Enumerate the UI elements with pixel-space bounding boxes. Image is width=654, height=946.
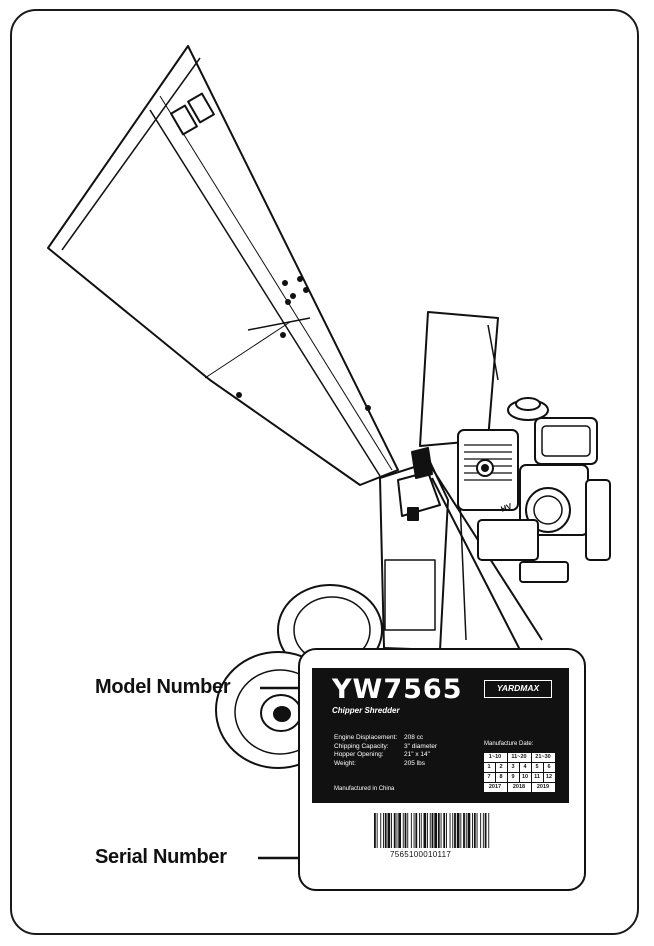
barcode-bar (440, 813, 442, 848)
engine-badge: HV (500, 501, 514, 513)
barcode-bar (387, 813, 391, 848)
barcode-bar (404, 813, 407, 848)
date-cell: 8 (495, 772, 507, 782)
date-cell: 9 (507, 772, 519, 782)
label-callout-card: YW7565 Chipper Shredder YARDMAX Engine D… (298, 648, 586, 891)
date-cell: 2019 (531, 782, 555, 792)
spec-row: Hopper Opening:21" x 14" (334, 751, 430, 759)
date-cell: 3 (507, 762, 519, 772)
barcode (374, 813, 490, 848)
date-cell: 2 (495, 762, 507, 772)
product-subtitle: Chipper Shredder (332, 706, 400, 715)
barcode-bar (456, 813, 460, 848)
date-cell: 1 (483, 762, 495, 772)
barcode-bar (446, 813, 447, 848)
barcode-bar (473, 813, 476, 848)
barcode-bar (374, 813, 376, 848)
date-cell: 5 (531, 762, 543, 772)
date-cell: 11~20 (507, 752, 531, 762)
barcode-bar (380, 813, 382, 848)
barcode-bar (407, 813, 409, 848)
date-cell: 12 (543, 772, 555, 782)
barcode-bar (391, 813, 392, 848)
spec-row: Weight:205 lbs (334, 759, 425, 767)
serial-number-callout: Serial Number (95, 846, 227, 868)
brand-logo: YARDMAX (484, 680, 552, 698)
barcode-bar (429, 813, 431, 848)
barcode-bar (467, 813, 471, 848)
manufacture-date-grid: 1~10 11~20 21~30 1 2 3 4 5 6 7 8 9 10 11… (483, 752, 555, 792)
barcode-bar (452, 813, 454, 848)
date-cell: 11 (531, 772, 543, 782)
barcode-bar (488, 813, 490, 848)
date-cell: 10 (519, 772, 531, 782)
barcode-bar (384, 813, 387, 848)
origin-text: Manufactured in China (334, 786, 395, 792)
hopper (419, 311, 499, 447)
barcode-bar (396, 813, 398, 848)
barcode-bar (398, 813, 401, 848)
barcode-bar (420, 813, 422, 848)
barcode-bar (415, 813, 418, 848)
page-border (10, 9, 639, 935)
barcode-bar (402, 813, 404, 848)
barcode-bar (393, 813, 396, 848)
barcode-bar (476, 813, 478, 848)
barcode-bar (437, 813, 440, 848)
manufacture-date-title: Manufacture Date: (484, 741, 534, 747)
date-cell: 6 (543, 762, 555, 772)
barcode-bar (383, 813, 384, 848)
barcode-bar (465, 813, 467, 848)
date-cell: 7 (483, 772, 495, 782)
date-cell: 2017 (483, 782, 507, 792)
spec-list: Engine Displacement:208 cc Chipping Capa… (334, 734, 437, 768)
model-plate: YW7565 Chipper Shredder YARDMAX Engine D… (312, 668, 569, 803)
barcode-bar (434, 813, 437, 848)
barcode-bar (410, 813, 412, 848)
barcode-bar (443, 813, 446, 848)
model-number-callout: Model Number (95, 676, 231, 698)
engine: HV (457, 397, 611, 583)
barcode-bar (484, 813, 487, 848)
barcode-bar (482, 813, 484, 848)
barcode-bar (463, 813, 465, 848)
barcode-bar (480, 813, 482, 848)
date-cell: 1~10 (483, 752, 507, 762)
model-number: YW7565 (332, 674, 463, 705)
discharge-chute (47, 45, 399, 486)
date-cell: 21~30 (531, 752, 555, 762)
barcode-bar (413, 813, 415, 848)
date-cell: 4 (519, 762, 531, 772)
label-window (411, 447, 433, 479)
barcode-bar (376, 813, 378, 848)
barcode-bar (423, 813, 427, 848)
date-cell: 2018 (507, 782, 531, 792)
serial-number: 7565100010117 (390, 850, 452, 859)
barcode-bar (431, 813, 434, 848)
spec-row: Chipping Capacity:3" diameter (334, 742, 438, 750)
barcode-bar (460, 813, 462, 848)
barcode-bar (419, 813, 420, 848)
barcode-bar (454, 813, 456, 848)
barcode-bar (427, 813, 428, 848)
barcode-bar (449, 813, 451, 848)
barcode-bar (472, 813, 473, 848)
spec-row: Engine Displacement:208 cc (334, 734, 424, 741)
